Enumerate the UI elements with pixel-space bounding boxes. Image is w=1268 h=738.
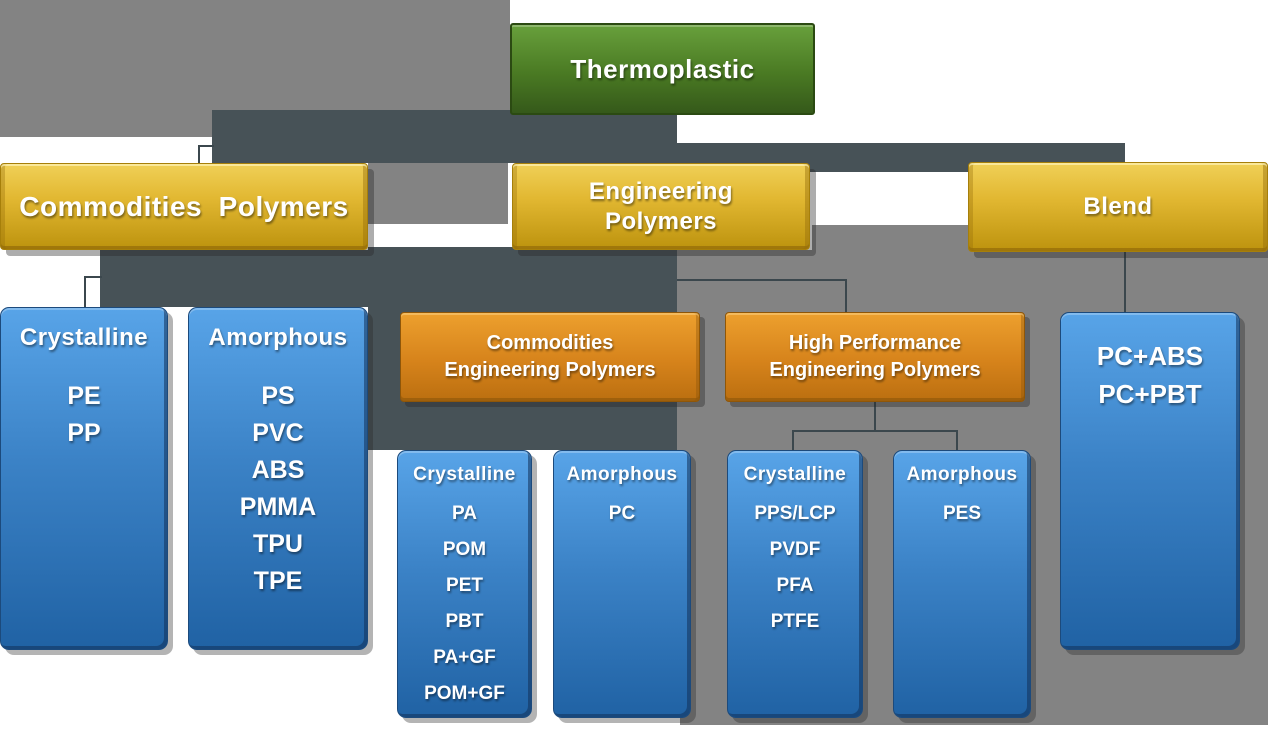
amorphous-commodities-items: PS PVC ABS PMMA TPU TPE [240,378,316,600]
polymer-item: TPU [252,530,303,558]
polymer-item: PS [261,382,295,410]
connector-band-root [212,110,677,163]
node-amorphous-commodities-title: Amorphous [208,324,348,351]
amorphous-engineering-items: PC [609,496,635,532]
connector-line-to-crystalline-hp-v [792,430,794,450]
polymer-item: PFA [776,575,814,596]
connector-line-to-highperf-v [845,279,847,312]
node-blend-examples: PC+ABS PC+PBT [1060,312,1240,650]
node-thermoplastic: Thermoplastic [510,23,815,115]
connector-line-to-crystalline-h [84,276,102,278]
crystalline-engineering-items: PA POM PET PBT PA+GF POM+GF [424,496,505,712]
connector-line-to-commodities-h [198,145,214,147]
connector-line-to-amorphous-hp-v [956,430,958,450]
polymer-item: PES [942,503,982,524]
polymer-item: ABS [251,456,305,484]
polymer-item: PC+PBT [1098,379,1202,409]
polymer-item: PMMA [239,493,317,521]
blend-examples-items: PC+ABS PC+PBT [1097,337,1203,413]
node-commodities-polymers-label: Commodities Polymers [19,191,349,222]
node-engineering-polymers-label: Engineering Polymers [588,177,734,235]
node-amorphous-engineering-title: Amorphous [566,464,678,485]
node-commodities-engineering-label: Commodities Engineering Polymers [444,332,656,381]
polymer-item: PVC [252,419,304,447]
node-amorphous-engineering: Amorphous PC [553,450,691,718]
polymer-item: PC+ABS [1096,341,1204,371]
polymer-item: PA [452,503,477,524]
node-high-performance-label: High Performance Engineering Polymers [769,332,981,381]
polymer-item: PPS/LCP [754,503,836,524]
node-crystalline-engineering-title: Crystalline [413,464,516,485]
gray-backdrop-mid-gap [368,162,508,224]
polymer-item: POM+GF [424,683,505,704]
polymer-item: PC [608,503,636,524]
node-commodities-engineering-polymers: Commodities Engineering Polymers [400,312,700,402]
node-blend: Blend [968,162,1268,252]
node-crystalline-engineering: Crystalline PA POM PET PBT PA+GF POM+GF [397,450,532,718]
node-crystalline-high-performance-title: Crystalline [743,464,847,485]
connector-band-commodities [100,250,368,307]
polymer-item: PP [67,419,101,447]
connector-line-to-crystalline-v [84,276,86,307]
node-amorphous-high-performance-title: Amorphous [906,464,1018,485]
connector-line-to-commodities-v [198,145,200,163]
node-amorphous-high-performance: Amorphous PES [893,450,1031,718]
node-engineering-polymers: Engineering Polymers [512,163,810,250]
crystalline-commodities-items: PE PP [67,378,100,452]
polymer-item: PA+GF [433,647,496,668]
polymer-item: PBT [445,611,484,632]
polymer-item: PVDF [769,539,821,560]
crystalline-high-performance-items: PPS/LCP PVDF PFA PTFE [754,496,835,640]
polymer-item: PE [67,382,101,410]
node-crystalline-high-performance: Crystalline PPS/LCP PVDF PFA PTFE [727,450,863,718]
polymer-item: TPE [253,567,303,595]
node-crystalline-commodities: Crystalline PE PP [0,307,168,650]
polymer-item: POM [442,539,487,560]
polymer-item: PET [446,575,483,596]
node-amorphous-commodities: Amorphous PS PVC ABS PMMA TPU TPE [188,307,368,650]
amorphous-high-performance-items: PES [943,496,981,532]
node-thermoplastic-label: Thermoplastic [570,53,755,84]
node-crystalline-commodities-title: Crystalline [19,324,149,351]
connector-line-highperf-children-h [792,430,958,432]
connector-line-to-highperf-h [677,279,847,281]
node-high-performance-engineering-polymers: High Performance Engineering Polymers [725,312,1025,402]
node-blend-label: Blend [1083,193,1153,220]
polymer-item: PTFE [770,611,820,632]
connector-line-blend-v [1124,252,1126,312]
connector-line-highperf-stub [874,402,876,432]
node-commodities-polymers: Commodities Polymers [0,163,368,250]
